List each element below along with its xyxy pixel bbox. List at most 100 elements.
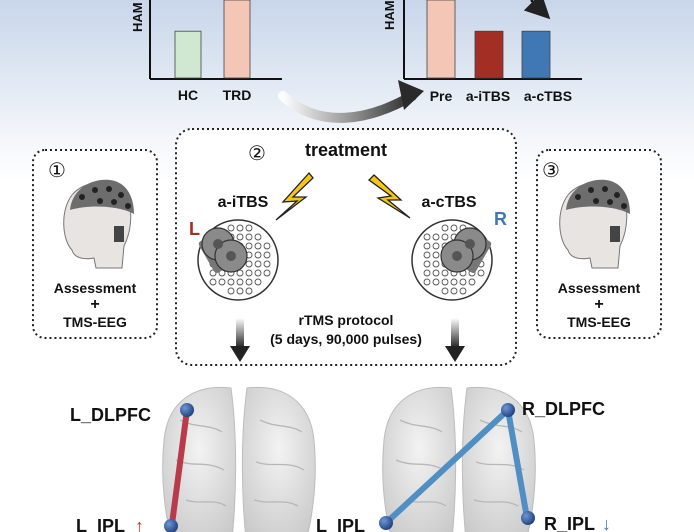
top-left-category-hc: HC bbox=[178, 87, 198, 103]
r-dlpfc-l-ipl-edge bbox=[384, 407, 511, 525]
eeg-electrode bbox=[236, 287, 244, 295]
eeg-electrode bbox=[477, 269, 485, 277]
right-down-arrow bbox=[445, 318, 465, 362]
left-hemisphere-label: L bbox=[189, 219, 200, 239]
right-protocol-label: a-cTBS bbox=[421, 194, 476, 211]
top-right-chart-ylabel: HAM bbox=[382, 0, 397, 30]
step1-plus: + bbox=[90, 296, 99, 313]
eeg-electrode bbox=[432, 251, 440, 259]
right-brain-image bbox=[382, 386, 536, 532]
eeg-electrode bbox=[432, 242, 440, 250]
eeg-electrode bbox=[450, 287, 458, 295]
eeg-electrode bbox=[263, 251, 271, 259]
eeg-electrode bbox=[236, 269, 244, 277]
right-lightning-icon bbox=[368, 174, 411, 219]
eeg-electrode bbox=[432, 233, 440, 241]
left-ipl-node bbox=[164, 519, 178, 532]
eeg-electrode bbox=[441, 233, 449, 241]
right-ipl-decrease-arrow: ↓ bbox=[602, 514, 611, 532]
right-panel-left-ipl-label: L_IPL bbox=[316, 516, 365, 532]
eeg-electrode bbox=[254, 242, 262, 250]
eeg-electrode bbox=[245, 260, 253, 268]
step2-number: ② bbox=[248, 141, 266, 165]
top-right-category-pre: Pre bbox=[430, 88, 453, 104]
top-left-bar-chart: HAM HC TRD bbox=[130, 0, 282, 103]
eeg-electrode bbox=[254, 278, 262, 286]
left-lightning-icon bbox=[275, 171, 314, 221]
eeg-electrode bbox=[423, 260, 431, 268]
eeg-electrode bbox=[227, 278, 235, 286]
top-right-category-actbs: a-cTBS bbox=[524, 88, 572, 104]
left-ipl-label: L_IPL bbox=[76, 516, 125, 532]
eeg-electrode bbox=[218, 278, 226, 286]
eeg-electrode bbox=[245, 233, 253, 241]
step1-panel: ① Assessment + TMS-EEG bbox=[32, 149, 158, 339]
eeg-electrode bbox=[236, 233, 244, 241]
eeg-electrode bbox=[459, 287, 467, 295]
top-right-bar-pre bbox=[426, 0, 456, 79]
eeg-electrode bbox=[245, 224, 253, 232]
right-brain-connectivity: R_DLPFC L_IPL R_IPL ↓ bbox=[316, 386, 611, 532]
left-brain-image bbox=[162, 386, 316, 532]
eeg-electrode bbox=[423, 278, 431, 286]
curved-transition-arrow bbox=[278, 91, 417, 123]
eeg-electrode bbox=[236, 278, 244, 286]
eeg-electrode bbox=[432, 278, 440, 286]
eeg-electrode bbox=[423, 233, 431, 241]
right-panel-left-ipl-node bbox=[379, 516, 393, 530]
eeg-electrode bbox=[441, 269, 449, 277]
head-with-eeg-cap-icon bbox=[559, 179, 630, 269]
step3-label-line1: Assessment bbox=[558, 280, 641, 296]
eeg-electrode bbox=[227, 287, 235, 295]
eeg-electrode bbox=[254, 251, 262, 259]
eeg-electrode bbox=[450, 224, 458, 232]
eeg-electrode bbox=[263, 260, 271, 268]
decrease-arrow bbox=[523, 0, 551, 20]
eeg-electrode bbox=[245, 269, 253, 277]
step3-plus: + bbox=[594, 296, 603, 313]
curved-arrow-head bbox=[398, 80, 424, 110]
step3-panel: ③ Assessment + TMS-EEG bbox=[536, 149, 662, 339]
top-right-bar-a-ctbs bbox=[521, 30, 551, 79]
top-left-bar-trd bbox=[223, 0, 251, 79]
top-right-bar-a-itbs bbox=[474, 30, 504, 79]
right-dlpfc-label: R_DLPFC bbox=[522, 399, 605, 419]
left-ipl-increase-arrow: ↑ bbox=[135, 516, 144, 532]
step2-treatment-panel: ② treatment a-iTBS a-cTBS L R bbox=[175, 128, 517, 366]
eeg-electrode bbox=[245, 242, 253, 250]
step1-number: ① bbox=[48, 158, 66, 182]
left-down-arrow bbox=[230, 318, 250, 362]
step3-number: ③ bbox=[542, 158, 560, 182]
step1-label-line1: Assessment bbox=[54, 280, 137, 296]
top-left-chart-ylabel: HAM bbox=[130, 2, 145, 32]
left-dlpfc-node bbox=[180, 403, 194, 417]
eeg-electrode bbox=[245, 287, 253, 295]
right-hemisphere-label: R bbox=[494, 209, 507, 229]
left-protocol-label: a-iTBS bbox=[218, 194, 269, 211]
eeg-electrode bbox=[441, 278, 449, 286]
eeg-electrode bbox=[254, 233, 262, 241]
head-with-eeg-cap-icon bbox=[63, 179, 134, 269]
protocol-line2: (5 days, 90,000 pulses) bbox=[270, 331, 422, 347]
right-tms-coil-icon bbox=[440, 227, 492, 273]
eeg-electrode bbox=[450, 278, 458, 286]
left-dlpfc-ipl-edge bbox=[169, 409, 190, 525]
eeg-electrode bbox=[423, 251, 431, 259]
r-dlpfc-r-ipl-edge bbox=[505, 409, 530, 519]
eeg-electrode bbox=[432, 269, 440, 277]
eeg-electrode bbox=[245, 278, 253, 286]
top-left-category-trd: TRD bbox=[223, 87, 252, 103]
eeg-electrode bbox=[254, 260, 262, 268]
eeg-electrode bbox=[263, 242, 271, 250]
eeg-electrode bbox=[441, 224, 449, 232]
step1-label-line2: TMS-EEG bbox=[63, 314, 127, 330]
left-dlpfc-label: L_DLPFC bbox=[70, 405, 151, 425]
left-brain-connectivity: L_DLPFC L_IPL ↑ bbox=[70, 386, 316, 532]
top-left-bar-hc bbox=[174, 30, 202, 79]
eeg-electrode bbox=[441, 287, 449, 295]
step3-label-line2: TMS-EEG bbox=[567, 314, 631, 330]
eeg-electrode bbox=[263, 269, 271, 277]
top-right-category-aitbs: a-iTBS bbox=[466, 88, 510, 104]
right-ipl-node bbox=[521, 511, 535, 525]
